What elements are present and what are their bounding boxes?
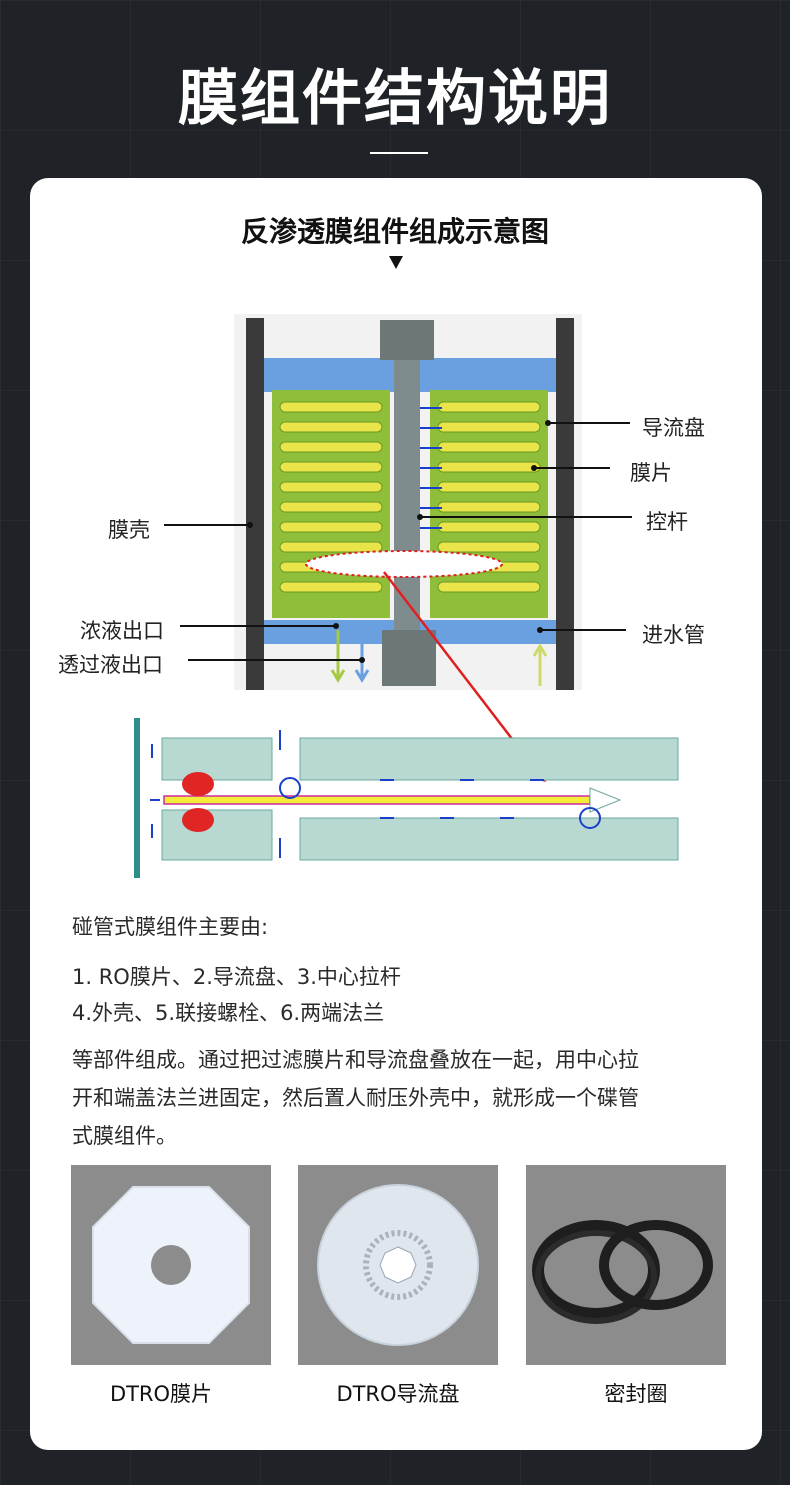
highlight-ellipse [305, 550, 503, 578]
inlet-arrow [532, 643, 548, 686]
caption-membrane: DTRO膜片 [109, 1382, 213, 1406]
rod-nut-top [380, 320, 434, 360]
permeate-outlet-arrow [354, 630, 370, 683]
label-inlet-pipe: 进水管 [642, 623, 705, 647]
membrane-stack-right [420, 390, 548, 618]
description-list-line2: 4.外壳、5.联接螺栓、6.两端法兰 [72, 1001, 385, 1025]
page-title: 膜组件结构说明 [178, 64, 612, 134]
product-membrane-image [71, 1165, 271, 1365]
description-list-line1: 1. RO膜片、2.导流盘、3.中心拉杆 [72, 965, 401, 989]
label-rod: 控杆 [646, 510, 688, 534]
description-para-line1: 等部件组成。通过把过滤膜片和导流盘叠放在一起，用中心拉 [72, 1048, 639, 1072]
membrane-stack-left [272, 390, 390, 618]
label-shell: 膜壳 [108, 518, 150, 542]
bottom-flange-right [420, 620, 556, 644]
shell-left-wall [246, 318, 264, 690]
octagon-membrane-icon [92, 1186, 250, 1344]
figure-subtitle: 反渗透膜组件组成示意图 [240, 215, 549, 248]
caption-guide-disc: DTRO导流盘 [336, 1382, 460, 1406]
cross-section-detail [134, 718, 679, 878]
title-divider [370, 152, 428, 154]
product-guide-disc-image [298, 1165, 498, 1365]
product-seal-ring-image [526, 1165, 726, 1365]
label-guide-plate: 导流盘 [642, 416, 705, 440]
center-rod [394, 326, 420, 686]
down-arrow-icon [389, 256, 403, 269]
guide-disc-icon [317, 1184, 479, 1346]
label-permeate-outlet: 透过液出口 [58, 653, 163, 677]
label-concentrate-outlet: 浓液出口 [80, 619, 164, 643]
description-para-line3: 式膜组件。 [72, 1124, 177, 1148]
shell-right-wall [556, 318, 574, 690]
concentrate-outlet-arrow [330, 630, 346, 683]
rod-nut-bottom [382, 630, 436, 686]
description-intro: 碰管式膜组件主要由: [72, 915, 269, 939]
seal-ring-icon [532, 1220, 713, 1324]
caption-seal-ring: 密封圈 [604, 1382, 668, 1406]
bottom-flange-left [264, 620, 394, 644]
description-para-line2: 开和端盖法兰进固定，然后置人耐压外壳中，就形成一个碟管 [72, 1086, 639, 1110]
membrane-module-diagram [134, 314, 679, 878]
label-membrane-sheet: 膜片 [630, 461, 672, 485]
